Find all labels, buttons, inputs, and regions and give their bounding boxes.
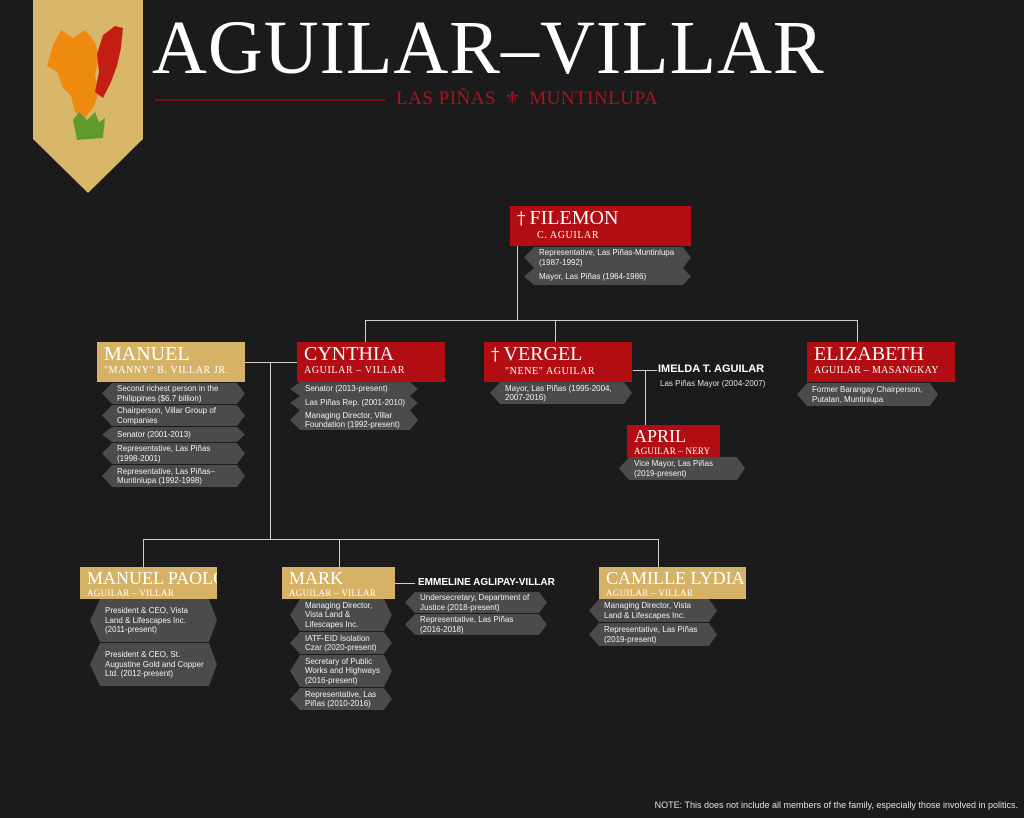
role-item: Mayor, Las Piñas (1995-2004, 2007-2016): [490, 382, 632, 404]
person-manuel-paolo: MANUEL PAOLO AGUILAR – VILLAR: [80, 567, 217, 599]
role-item: Senator (2001-2013): [102, 427, 245, 442]
person-first-name: MANUEL PAOLO: [87, 568, 217, 588]
connector: [645, 370, 646, 425]
connector: [365, 320, 858, 321]
connector: [270, 362, 271, 539]
person-last-name: C. AGUILAR: [537, 230, 600, 241]
person-cynthia: CYNTHIA AGUILAR – VILLAR: [297, 342, 445, 382]
person-first-name: VERGEL: [503, 343, 583, 365]
role-item: Senator (2013-present): [290, 382, 418, 396]
role-item: Former Barangay Chairperson, Putatan, Mu…: [797, 383, 938, 406]
subtitle: LAS PIÑAS ⚜ MUNTINLUPA: [396, 88, 658, 110]
person-last-name: "MANNY" B. VILLAR JR.: [104, 365, 229, 376]
role-item: Managing Director, Vista Land & Lifescap…: [589, 599, 717, 622]
connector: [857, 320, 858, 343]
role-item: Second richest person in the Philippines…: [102, 383, 245, 404]
person-april: APRIL AGUILAR – NERY: [627, 425, 720, 457]
connector: [555, 320, 556, 343]
person-emmeline: EMMELINE AGLIPAY-VILLAR: [418, 577, 555, 588]
person-elizabeth: ELIZABETH AGUILAR – MASANGKAY: [807, 342, 955, 382]
connector: [365, 320, 366, 343]
connector: [517, 246, 518, 321]
map-icon: [47, 26, 123, 140]
person-last-name: AGUILAR – VILLAR: [87, 588, 175, 598]
person-filemon: †FILEMON C. AGUILAR: [510, 206, 691, 246]
person-last-name: AGUILAR – VILLAR: [289, 588, 377, 598]
title-rule: [155, 99, 385, 101]
fleur-de-lis-icon: ⚜: [504, 88, 521, 108]
deceased-dagger-icon: †: [517, 209, 526, 229]
person-last-name: AGUILAR – VILLAR: [606, 588, 694, 598]
person-manuel: MANUEL "MANNY" B. VILLAR JR.: [97, 342, 245, 382]
footnote: NOTE: This does not include all members …: [654, 800, 1018, 810]
person-first-name: APRIL: [634, 426, 687, 446]
subtitle-left: LAS PIÑAS: [396, 88, 497, 109]
person-first-name: MARK: [289, 568, 344, 588]
role-item: IATF-EID Isolation Czar (2020-present): [290, 632, 392, 654]
role-item: President & CEO, St. Augustine Gold and …: [90, 643, 217, 686]
person-camille: CAMILLE LYDIA AGUILAR – VILLAR: [599, 567, 746, 599]
connector: [339, 539, 340, 567]
role-item: Vice Mayor, Las Piñas (2019-present): [619, 457, 745, 480]
role-item: Representative, Las Piñas (1998-2001): [102, 443, 245, 464]
role-item: Undersecretary, Department of Justice (2…: [405, 592, 547, 613]
person-first-name: ELIZABETH: [814, 343, 924, 365]
person-last-name: AGUILAR – NERY: [634, 446, 711, 456]
person-last-name: AGUILAR – MASANGKAY: [814, 365, 939, 376]
role-item: Representative, Las Piñas (2010-2016): [290, 688, 392, 710]
role-item: Chairperson, Villar Group of Companies: [102, 405, 245, 426]
role-item: Las Piñas Mayor (2004-2007): [660, 379, 766, 388]
person-imelda: IMELDA T. AGUILAR: [658, 363, 765, 375]
role-item: Secretary of Public Works and Highways (…: [290, 655, 392, 687]
connector: [143, 539, 659, 540]
subtitle-right: MUNTINLUPA: [529, 88, 659, 109]
role-item: President & CEO, Vista Land & Lifescapes…: [90, 599, 217, 642]
role-item: Managing Director, Vista Land & Lifescap…: [290, 599, 392, 631]
banner: [33, 0, 143, 193]
role-item: Representative, Las Piñas (2016-2018): [405, 614, 547, 635]
role-item: Mayor, Las Piñas (1964-1986): [524, 268, 691, 285]
person-last-name: "NENE" AGUILAR: [505, 366, 596, 377]
role-item: Representative, Las Piñas-Muntinlupa (19…: [524, 247, 691, 268]
person-mark: MARK AGUILAR – VILLAR: [282, 567, 395, 599]
role-item: Representative, Las Piñas (2019-present): [589, 623, 717, 646]
role-item: Managing Director, Villar Foundation (19…: [290, 410, 418, 430]
connector: [658, 539, 659, 567]
person-first-name: CYNTHIA: [304, 343, 394, 365]
person-vergel: †VERGEL "NENE" AGUILAR: [484, 342, 632, 382]
deceased-dagger-icon: †: [491, 345, 500, 365]
person-first-name: MANUEL: [104, 343, 190, 365]
page-title: AGUILAR–VILLAR: [152, 6, 825, 90]
connector: [143, 539, 144, 567]
role-item: Representative, Las Piñas–Muntinlupa (19…: [102, 465, 245, 487]
person-last-name: AGUILAR – VILLAR: [304, 365, 406, 376]
connector: [245, 362, 297, 363]
role-item: Las Piñas Rep. (2001-2010): [290, 396, 418, 410]
person-first-name: FILEMON: [529, 207, 619, 229]
connector: [395, 583, 415, 584]
person-first-name: CAMILLE LYDIA: [606, 568, 745, 588]
